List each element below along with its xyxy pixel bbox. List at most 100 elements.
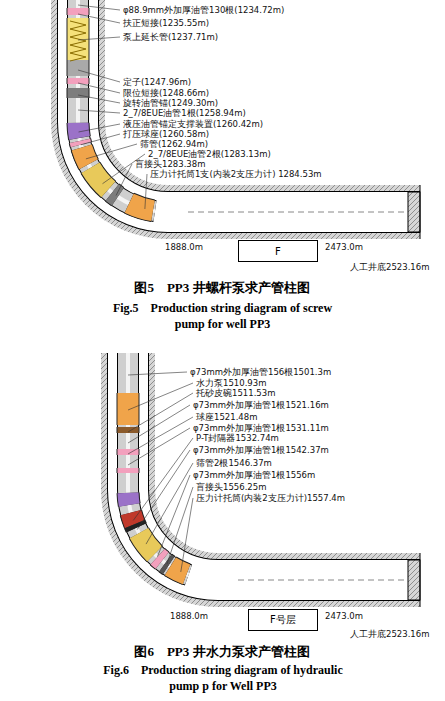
liner-line	[238, 580, 406, 581]
well-drawing	[70, 0, 420, 239]
callout-label: 筛管(1262.94m)	[140, 139, 208, 149]
figure-caption: Fig.6 Production string diagram of hydra…	[92, 662, 354, 694]
leader-line	[78, 5, 120, 10]
callout-label: 筛管2根1546.37m	[196, 458, 272, 468]
leader-line	[78, 37, 120, 40]
well-end	[420, 185, 421, 239]
downhole-tool	[78, 0, 420, 212]
downhole-tool	[128, 353, 420, 580]
callout-label: 水力泵1510.93m	[196, 378, 266, 388]
downhole-tool	[128, 353, 420, 580]
leader-line	[128, 393, 193, 432]
leader-line	[146, 463, 193, 544]
tool-outline	[78, 0, 420, 212]
bottom-plug	[408, 560, 420, 600]
tool-outline	[128, 353, 420, 580]
cement-sheath	[128, 353, 420, 580]
downhole-tool	[78, 0, 420, 212]
tool-outline	[128, 353, 420, 580]
leader-line	[133, 438, 193, 520]
downhole-tool	[128, 353, 420, 580]
tubing-highlight	[78, 0, 420, 212]
leader-line	[86, 144, 137, 159]
downhole-tool	[78, 0, 420, 212]
leader-line	[128, 372, 187, 375]
tool-outline	[78, 0, 420, 212]
downhole-tool	[128, 353, 420, 580]
callout-label: 压力计托筒(内装2支压力计)1557.4m	[196, 493, 345, 503]
downhole-tool	[78, 0, 420, 212]
downhole-tool	[128, 353, 420, 580]
downhole-tool	[128, 353, 420, 580]
tool-outline	[78, 0, 420, 212]
tubing-highlight	[128, 353, 420, 580]
tool-outline	[128, 353, 420, 580]
tool-outline	[128, 353, 420, 580]
figure-caption: Fig.5 Production string diagram of screw…	[105, 300, 340, 332]
callout-label: 扶正短接(1235.55m)	[123, 18, 209, 28]
downhole-tool	[128, 353, 420, 580]
tool-outline	[78, 0, 420, 212]
downhole-tool	[78, 0, 420, 212]
well-drawing	[128, 353, 420, 607]
tool-outline	[128, 353, 420, 580]
downhole-tool	[78, 0, 420, 212]
leader-line	[78, 95, 120, 103]
tool-outline	[78, 0, 420, 212]
callout-label: 人工井底2523.16m	[350, 629, 429, 639]
spring-coil	[70, 21, 86, 61]
casing-bore	[128, 353, 420, 580]
tool-outline	[78, 0, 420, 212]
tubing-outline	[78, 0, 420, 212]
bottom-plug	[408, 192, 420, 232]
downhole-tool	[128, 353, 420, 580]
downhole-tool	[78, 0, 420, 212]
tool-outline	[128, 353, 420, 580]
formation-name: F号层	[270, 613, 296, 627]
downhole-tool	[78, 0, 420, 212]
callout-label: 2473.0m	[325, 242, 363, 252]
callout-label: 人工井底2523.16m	[350, 262, 429, 272]
tool-outline	[78, 0, 420, 212]
tool-outline	[128, 353, 420, 580]
tool-outline	[78, 0, 420, 212]
tool-outline	[78, 0, 420, 212]
leader-line	[128, 417, 193, 454]
callout-label: 2_7/8EUE油管2根(1283.13m)	[148, 149, 271, 159]
callout-label: 旋转油管锚(1249.30m)	[123, 98, 218, 108]
callout-label: φ73mm外加厚油管1根1531.11m	[193, 423, 329, 433]
callout-label: 定子(1247.96m)	[123, 77, 191, 87]
leader-line	[78, 14, 120, 23]
callout-label: φ73mm外加厚油管1根1556m	[193, 470, 315, 480]
leader-line	[81, 134, 120, 145]
leader-line	[128, 428, 190, 465]
casing-wall	[128, 353, 420, 580]
callout-label: 盲接头1283.38m	[135, 159, 205, 169]
well-end	[420, 553, 421, 607]
leader-line	[128, 383, 193, 410]
callout-label: P-T封隔器1532.74m	[196, 433, 279, 443]
callout-label: 1888.0m	[170, 611, 208, 621]
leader-line	[181, 498, 193, 572]
callout-label: 盲接头1556.25m	[196, 482, 266, 492]
leader-line	[116, 164, 132, 195]
callout-label: 球座1521.48m	[196, 412, 257, 422]
figure-caption: 图5 PP3 井螺杆泵求产管柱图	[72, 280, 372, 296]
tool-outline	[128, 353, 420, 580]
downhole-tool	[128, 353, 420, 580]
tool-outline	[128, 353, 420, 580]
tubing	[128, 353, 420, 580]
callout-label: φ88.9mm外加厚油管130根(1234.72m)	[123, 5, 284, 15]
formation-box: F号层	[248, 609, 318, 631]
leader-line	[78, 83, 120, 93]
casing-wall	[78, 0, 420, 212]
formation-box: F	[238, 240, 318, 262]
liner-line	[188, 212, 406, 213]
leader-line	[137, 450, 190, 530]
callout-label: 打压球座(1260.58m)	[123, 129, 209, 139]
formation-name: F	[275, 246, 281, 257]
callout-label: φ73mm外加厚油管156根1501.3m	[190, 367, 331, 377]
leader-line	[78, 70, 120, 82]
